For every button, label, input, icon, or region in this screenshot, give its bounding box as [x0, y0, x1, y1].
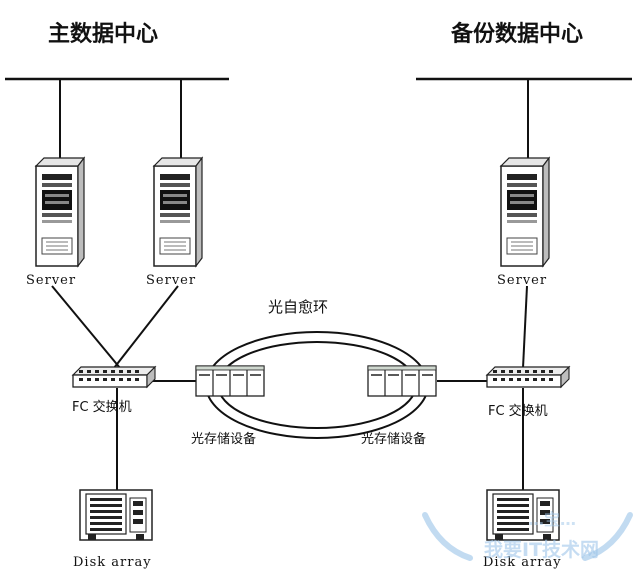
optical-storage-label: 光存储设备 [191, 432, 257, 447]
watermark-logo [422, 512, 633, 561]
disk-array-label: Disk array [73, 555, 152, 570]
optical-ring-label: 光自愈环 [268, 298, 329, 316]
server-switch-link [113, 285, 179, 369]
primary-center-title: 主数据中心 [48, 22, 159, 47]
watermark-text: 我要IT技术网 [484, 539, 600, 561]
optical-storage-icon [195, 365, 265, 397]
server-label: Server [26, 273, 77, 288]
server-icon [153, 157, 203, 267]
backup-center-title: 备份数据中心 [451, 22, 584, 47]
server-icon [35, 157, 85, 267]
optical-storage-icon [367, 365, 437, 397]
watermark-logo-text: …宝… [528, 510, 577, 529]
server-label: Server [497, 273, 548, 288]
server-switch-link [522, 285, 528, 369]
server-label: Server [146, 273, 197, 288]
fc-switch-icon [486, 366, 570, 388]
optical-storage-label: 光存储设备 [361, 432, 427, 447]
fc-switch-icon [72, 366, 156, 388]
disk-array-label: Disk array [483, 555, 562, 570]
server-icon [500, 157, 550, 267]
fc-switch-label: FC 交换机 [72, 400, 132, 415]
fc-switch-label: FC 交换机 [488, 404, 548, 419]
server-switch-link [51, 285, 121, 369]
disk-array-icon [79, 489, 153, 541]
